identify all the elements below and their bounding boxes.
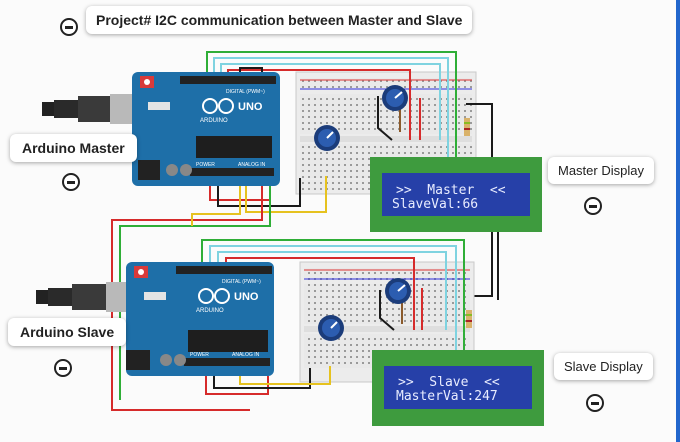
lcd-master-line1: >> Master << [396, 183, 506, 198]
arduino-board-master: UNO ARDUINO DIGITAL (PWM~) POWER ANALOG … [132, 72, 280, 186]
board-maker-slave: ARDUINO [196, 308, 224, 314]
note-slave-display: Slave Display [554, 353, 653, 380]
board-power-label-slave: POWER [190, 352, 209, 358]
board-brand-slave: UNO [234, 291, 259, 303]
board-digital-label-slave: DIGITAL (PWM~) [222, 279, 261, 285]
wires-master [111, 51, 493, 411]
collapse-master-display-icon[interactable] [584, 197, 602, 215]
usb-cable-slave [36, 282, 132, 312]
collapse-arduino-slave-icon[interactable] [54, 359, 72, 377]
lcd-slave-line1: >> Slave << [398, 375, 500, 390]
board-brand-master: UNO [238, 101, 263, 113]
collapse-slave-display-icon[interactable] [586, 394, 604, 412]
resistor-master [464, 118, 470, 136]
board-power-label-master: POWER [196, 162, 215, 168]
note-arduino-slave: Arduino Slave [8, 318, 127, 346]
collapse-title-icon[interactable] [60, 18, 78, 36]
potentiometer-master-2[interactable] [314, 125, 340, 151]
lcd-master-line2: SlaveVal:66 [392, 197, 478, 212]
lcd-master: >> Master << SlaveVal:66 [370, 157, 542, 232]
potentiometer-master-1[interactable] [382, 85, 408, 111]
resistor-slave [466, 310, 472, 328]
potentiometer-slave-2[interactable] [318, 315, 344, 341]
lcd-slave: >> Slave << MasterVal:247 [372, 350, 544, 426]
board-analog-label-slave: ANALOG IN [232, 352, 260, 358]
collapse-arduino-master-icon[interactable] [62, 173, 80, 191]
note-master-display: Master Display [548, 157, 654, 184]
title-note: Project# I2C communication between Maste… [86, 6, 473, 34]
usb-cable-master [42, 94, 134, 124]
board-digital-label-master: DIGITAL (PWM~) [226, 89, 265, 95]
arduino-board-slave: UNO ARDUINO DIGITAL (PWM~) POWER ANALOG … [126, 262, 274, 376]
note-arduino-master: Arduino Master [10, 134, 137, 162]
board-maker-master: ARDUINO [200, 118, 228, 124]
lcd-slave-line2: MasterVal:247 [396, 389, 498, 404]
board-analog-label-master: ANALOG IN [238, 162, 266, 168]
scroll-edge [676, 0, 680, 442]
potentiometer-slave-1[interactable] [385, 278, 411, 304]
